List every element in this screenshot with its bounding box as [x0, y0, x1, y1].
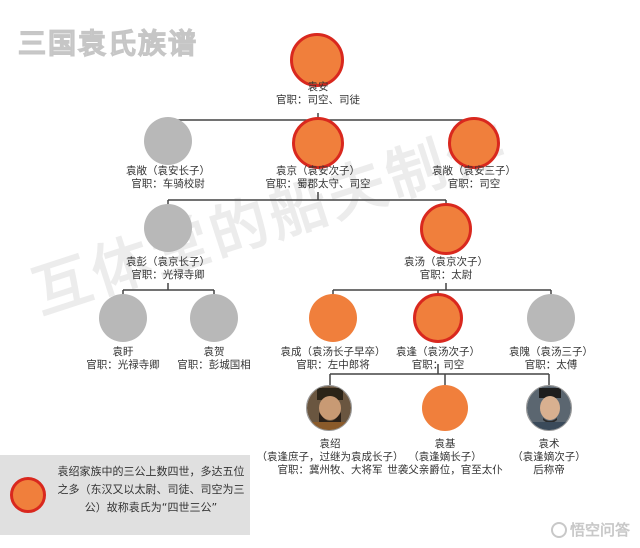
yuanfeng-office: 官职：司空 [411, 359, 465, 371]
node-yuanan [290, 33, 344, 87]
label-yuanji: 袁基 （袁逢嫡长子） 世袭父亲爵位，官至太仆 [387, 438, 503, 477]
node-yuanwei [527, 294, 575, 342]
node-yuanshao [306, 385, 352, 431]
yuanwei-name: 袁隗（袁汤三子） [509, 346, 593, 358]
page-title: 三国袁氏族谱 [17, 27, 199, 61]
yuanshu-portrait-icon [527, 386, 571, 430]
label-yuanwei: 袁隗（袁汤三子） 官职：太傅 [509, 346, 593, 372]
node-yuanshu [526, 385, 572, 431]
yuanshao-office: 官职：冀州牧、大将军 [277, 464, 383, 476]
node-yuancheng [309, 294, 357, 342]
yuanshao-relation: （袁逢庶子，过继为袁成长子） [256, 451, 404, 463]
label-yuanhe: 袁贺 官职：彭城国相 [177, 346, 251, 372]
brand-text: 悟空问答 [569, 521, 630, 539]
label-yuansan: 袁敞（袁安三子） 官职：司空 [432, 165, 516, 191]
label-yuanjing: 袁京（袁安次子） 官职：蜀郡太守、司空 [266, 165, 371, 191]
yuanwei-office: 官职：太傅 [524, 359, 578, 371]
legend-box: 袁绍家族中的三公上数四世，多达五位之多（东汉又以太尉、司徒、司空为三公）故称袁氏… [0, 455, 250, 535]
yuanxu-office: 官职：光禄寺卿 [86, 359, 160, 371]
yuansan-office: 官职：司空 [447, 178, 501, 190]
node-yuanfeng [413, 293, 463, 343]
yuanshao-name: 袁绍 [319, 438, 341, 450]
yuanshu-name: 袁术 [538, 438, 560, 450]
label-yuanshao: 袁绍 （袁逢庶子，过继为袁成长子） 官职：冀州牧、大将军 [257, 438, 404, 477]
legend-text: 袁绍家族中的三公上数四世，多达五位之多（东汉又以太尉、司徒、司空为三公）故称袁氏… [57, 465, 245, 514]
label-yuanxu: 袁盱 官职：光禄寺卿 [86, 346, 160, 372]
node-yuantang [420, 203, 472, 255]
label-yuanfeng: 袁逢（袁汤次子） 官职：司空 [396, 346, 480, 372]
node-yuanhe [190, 294, 238, 342]
yuanxu-name: 袁盱 [112, 346, 134, 358]
yuanpeng-office: 官职：光禄寺卿 [131, 269, 205, 281]
yuanjing-office: 官职：蜀郡太守、司空 [265, 178, 371, 190]
yuanshao-portrait-icon [307, 386, 351, 430]
yuanpeng-name: 袁彭（袁京长子） [126, 256, 210, 268]
label-yuancheng: 袁成（袁汤长子早卒） 官职：左中郎将 [281, 346, 386, 372]
label-yuanshu: 袁术 （袁逢嫡次子） 后称帝 [512, 438, 586, 477]
yuanan-name: 袁安 [307, 81, 329, 93]
legend-orange-dot-icon [10, 477, 46, 513]
label-yuantang: 袁汤（袁京次子） 官职：太尉 [404, 256, 488, 282]
yuansan-name: 袁敞（袁安三子） [432, 165, 516, 177]
yuanjing-name: 袁京（袁安次子） [276, 165, 360, 177]
yuanji-office: 世袭父亲爵位，官至太仆 [387, 464, 503, 476]
label-yuanchang: 袁敞（袁安长子） 官职：车骑校尉 [126, 165, 210, 191]
node-yuanji [422, 385, 468, 431]
yuanhe-name: 袁贺 [203, 346, 225, 358]
brand-watermark: 悟空问答 [550, 519, 630, 540]
node-yuanpeng [144, 204, 192, 252]
node-yuansan [448, 117, 500, 169]
yuancheng-office: 官职：左中郎将 [296, 359, 370, 371]
yuantang-office: 官职：太尉 [419, 269, 473, 281]
yuantang-name: 袁汤（袁京次子） [404, 256, 488, 268]
q-icon [550, 522, 567, 538]
yuanshu-office: 后称帝 [533, 464, 565, 476]
yuanchang-name: 袁敞（袁安长子） [126, 165, 210, 177]
yuanji-relation: （袁逢嫡长子） [408, 451, 482, 463]
node-yuanxu [99, 294, 147, 342]
label-yuanan: 袁安 官职：司空、司徒 [276, 81, 360, 107]
node-yuanchang [144, 117, 192, 165]
node-yuanjing [292, 117, 344, 169]
yuanshu-relation: （袁逢嫡次子） [512, 451, 586, 463]
yuanji-name: 袁基 [434, 438, 456, 450]
yuanhe-office: 官职：彭城国相 [177, 359, 251, 371]
label-yuanpeng: 袁彭（袁京长子） 官职：光禄寺卿 [126, 256, 210, 282]
yuanfeng-name: 袁逢（袁汤次子） [396, 346, 480, 358]
yuancheng-name: 袁成（袁汤长子早卒） [280, 346, 386, 358]
yuanchang-office: 官职：车骑校尉 [131, 178, 205, 190]
yuanan-office: 官职：司空、司徒 [276, 94, 360, 106]
